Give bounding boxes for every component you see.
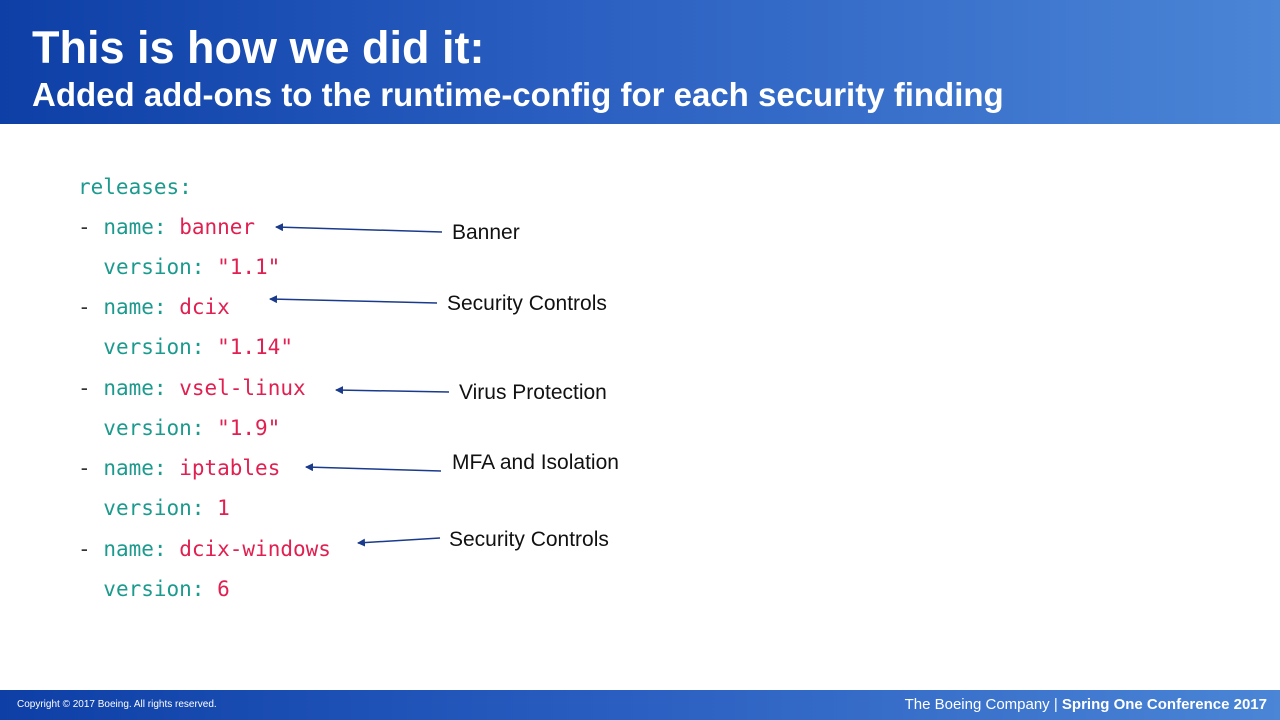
- code-line-version-5: version: 6: [78, 574, 230, 604]
- annotation-mfa-isolation: MFA and Isolation: [452, 451, 619, 474]
- code-line-version-2: version: "1.14": [78, 332, 293, 362]
- slide-footer: Copyright © 2017 Boeing. All rights rese…: [0, 690, 1280, 720]
- slide-title: This is how we did it:: [32, 22, 485, 73]
- code-line-name-2: - name: dcix: [78, 292, 230, 322]
- release-version-dcix-windows: 6: [217, 577, 230, 601]
- code-line-name-4: - name: iptables: [78, 453, 280, 483]
- list-dash: -: [78, 215, 91, 239]
- arrow-security-controls-2: [357, 537, 441, 547]
- arrow-security-controls-1: [269, 295, 438, 304]
- name-key: name:: [103, 537, 167, 561]
- release-version-banner: "1.1": [217, 255, 281, 279]
- release-name-iptables: iptables: [179, 456, 281, 480]
- releases-key: releases:: [78, 175, 192, 199]
- release-version-vsel-linux: "1.9": [217, 416, 281, 440]
- slide-header: This is how we did it: Added add-ons to …: [0, 0, 1280, 124]
- slide-subtitle: Added add-ons to the runtime-config for …: [32, 76, 1004, 113]
- name-key: name:: [103, 215, 167, 239]
- name-key: name:: [103, 376, 167, 400]
- list-dash: -: [78, 376, 91, 400]
- copyright-notice: Copyright © 2017 Boeing. All rights rese…: [17, 699, 217, 710]
- code-line-name-1: - name: banner: [78, 212, 255, 242]
- version-key: version:: [103, 416, 205, 440]
- code-line-version-1: version: "1.1": [78, 252, 280, 282]
- code-line-version-3: version: "1.9": [78, 413, 280, 443]
- annotation-security-controls-1: Security Controls: [447, 292, 607, 315]
- company-conference: The Boeing Company | Spring One Conferen…: [905, 696, 1267, 714]
- version-key: version:: [103, 255, 205, 279]
- list-dash: -: [78, 295, 91, 319]
- release-name-vsel-linux: vsel-linux: [179, 376, 306, 400]
- annotation-virus-protection: Virus Protection: [459, 381, 607, 404]
- release-version-iptables: 1: [217, 496, 230, 520]
- arrow-banner: [275, 223, 443, 233]
- code-line-name-5: - name: dcix-windows: [78, 534, 331, 564]
- name-key: name:: [103, 295, 167, 319]
- version-key: version:: [103, 496, 205, 520]
- version-key: version:: [103, 335, 205, 359]
- version-key: version:: [103, 577, 205, 601]
- arrow-virus-protection: [335, 386, 450, 395]
- release-name-banner: banner: [179, 215, 256, 239]
- release-name-dcix-windows: dcix-windows: [179, 537, 331, 561]
- name-key: name:: [103, 456, 167, 480]
- conference-name: Spring One Conference 2017: [1061, 696, 1267, 713]
- release-name-dcix: dcix: [179, 295, 230, 319]
- annotation-banner: Banner: [452, 221, 520, 244]
- code-line-name-3: - name: vsel-linux: [78, 373, 306, 403]
- release-version-dcix: "1.14": [217, 335, 293, 359]
- annotation-security-controls-2: Security Controls: [449, 528, 609, 551]
- code-line-version-4: version: 1: [78, 493, 230, 523]
- list-dash: -: [78, 456, 91, 480]
- list-dash: -: [78, 537, 91, 561]
- arrow-mfa-isolation: [305, 463, 442, 472]
- company-name: The Boeing Company |: [904, 696, 1062, 713]
- code-line-releases: releases:: [78, 172, 192, 202]
